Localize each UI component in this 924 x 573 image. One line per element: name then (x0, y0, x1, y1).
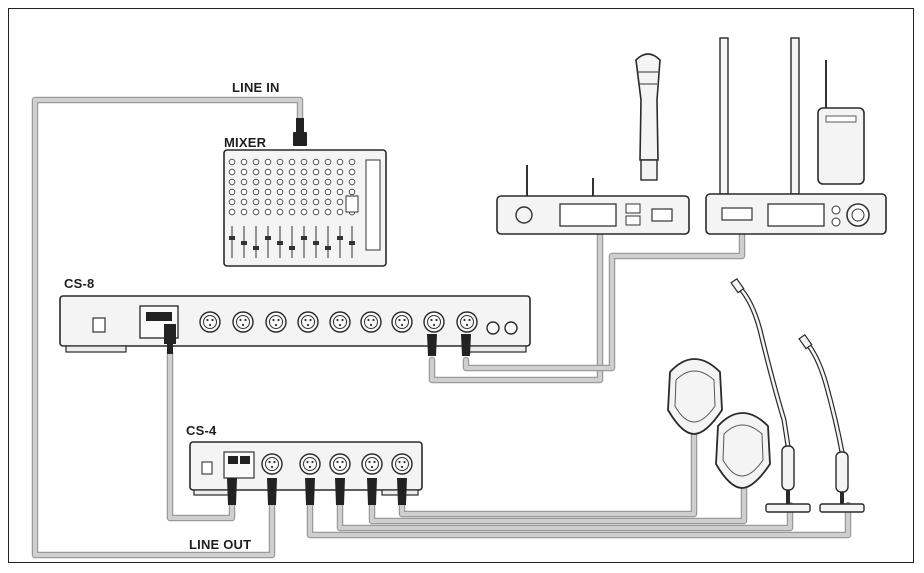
handheld-mic-icon (635, 53, 661, 181)
cables-cs4-to-mics (306, 428, 852, 539)
label-cs8: CS-8 (64, 276, 94, 291)
label-mixer: MIXER (224, 135, 267, 150)
boundary-mic-1-icon (667, 358, 723, 435)
cs8-xlr-port (456, 311, 478, 333)
cs8-xlr-plug-1-icon (427, 334, 437, 356)
cs8-xlr-port (265, 311, 287, 333)
cable-receiver-1 (428, 228, 604, 384)
wireless-receiver-1-icon (496, 165, 690, 235)
boundary-mic-2-icon (715, 412, 771, 489)
cs8-xlr-port (297, 311, 319, 333)
cs4-xlr-port (261, 453, 283, 475)
cs8-jack-1 (486, 321, 500, 335)
cs4-xlr-port (361, 453, 383, 475)
cs4-xlr-port (299, 453, 321, 475)
line-in-plug-icon (293, 118, 307, 146)
bodypack-transmitter-icon (817, 60, 865, 185)
cs8-device (59, 295, 531, 353)
cs8-power-switch (92, 317, 106, 333)
cs8-xlr-port (423, 311, 445, 333)
cs8-xlr-port (360, 311, 382, 333)
cs4-plugs-icon (227, 478, 407, 505)
wireless-receiver-2-icon (705, 37, 887, 235)
label-cs4: CS-4 (186, 423, 217, 438)
cs4-network-ports (223, 451, 255, 479)
label-line-out: LINE OUT (189, 537, 251, 552)
cs8-xlr-port (199, 311, 221, 333)
gooseneck-mic-2-icon (798, 333, 865, 513)
cs8-xlr-port (329, 311, 351, 333)
cs8-jack-2 (504, 321, 518, 335)
label-line-in: LINE IN (232, 80, 280, 95)
cs8-network-plug-icon (164, 324, 176, 354)
cs8-xlr-port (232, 311, 254, 333)
mixer-icon (223, 149, 387, 267)
cs4-xlr-port (391, 453, 413, 475)
cs8-xlr-port (391, 311, 413, 333)
cable-line-in-loop (31, 96, 304, 559)
gooseneck-mic-1-icon (730, 277, 811, 513)
cable-cs8-to-cs4 (166, 348, 236, 522)
cs4-xlr-port (329, 453, 351, 475)
cs4-power-switch (201, 461, 213, 475)
cable-receiver-2 (462, 228, 746, 372)
cs4-device (189, 441, 423, 496)
cs8-xlr-plug-2-icon (461, 334, 471, 356)
